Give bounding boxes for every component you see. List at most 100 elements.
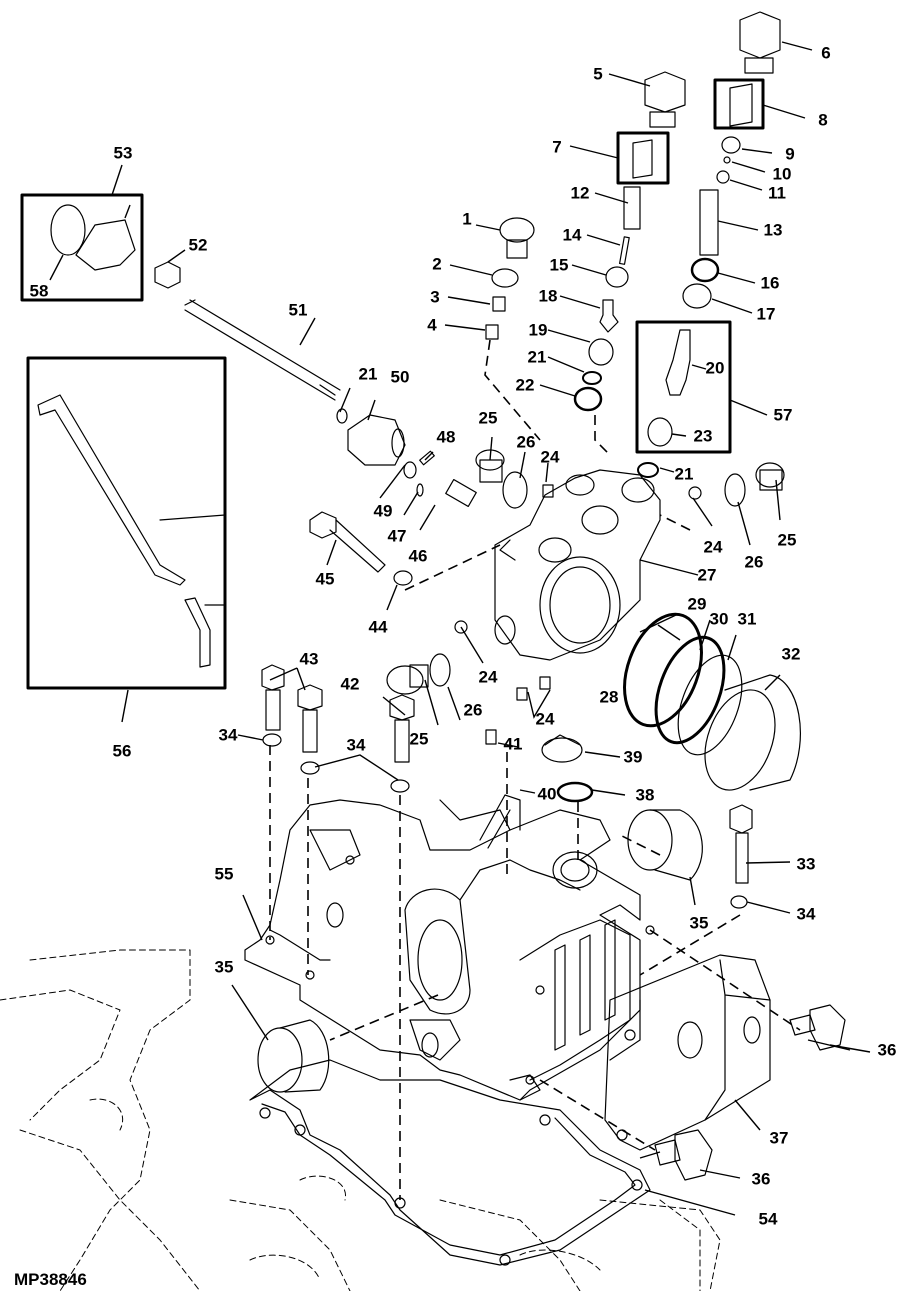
callout-41: 41 <box>503 734 523 754</box>
callout-53: 53 <box>113 143 133 163</box>
callout-30: 30 <box>709 609 729 629</box>
callout-37: 37 <box>769 1128 789 1148</box>
filter-37 <box>604 954 771 1151</box>
o-ring-10 <box>723 156 731 164</box>
o-ring-38 <box>556 781 594 803</box>
callout-35-right: 35 <box>689 913 709 933</box>
callout-5: 5 <box>593 64 603 84</box>
seat-19 <box>588 338 614 366</box>
callout-3: 3 <box>430 287 440 307</box>
callout-42: 42 <box>340 674 360 694</box>
tractor-frame-outline <box>0 949 721 1292</box>
screen-32 <box>704 674 801 791</box>
callout-27: 27 <box>697 565 717 585</box>
callout-13: 13 <box>763 220 783 240</box>
callout-35-left: 35 <box>214 957 234 977</box>
spool-7 <box>632 139 653 179</box>
callout-26-lower: 26 <box>463 700 483 720</box>
bolt-42 <box>389 694 415 763</box>
washer-15 <box>605 266 629 288</box>
plug-24-bottom-a <box>516 687 528 701</box>
washer-49 <box>403 461 417 479</box>
callout-21-right: 21 <box>674 464 694 484</box>
o-ring-47 <box>416 483 424 497</box>
callout-11: 11 <box>768 183 786 203</box>
callout-45: 45 <box>315 569 335 589</box>
callout-40: 40 <box>537 784 557 804</box>
callout-19: 19 <box>528 320 548 340</box>
valve-kit-box-57 <box>635 320 732 454</box>
lock-washer-34-b <box>300 761 320 775</box>
callout-38: 38 <box>635 785 655 805</box>
lock-washer-34-a <box>262 733 282 747</box>
callout-36-lower: 36 <box>751 1169 771 1189</box>
o-ring-30 <box>654 635 726 745</box>
callout-9: 9 <box>785 144 795 164</box>
bushing-35-left <box>257 1019 330 1093</box>
callout-8: 8 <box>818 110 828 130</box>
o-ring-29 <box>623 612 703 728</box>
o-ring-22 <box>573 386 603 412</box>
callout-51: 51 <box>288 300 308 320</box>
callout-55: 55 <box>214 864 234 884</box>
spring-13 <box>699 189 719 256</box>
kit-box-53 <box>20 193 144 302</box>
callout-17: 17 <box>756 304 776 324</box>
bolt-43-left <box>261 664 285 731</box>
fitting-41 <box>485 729 497 745</box>
callout-32: 32 <box>781 644 801 664</box>
callout-44: 44 <box>368 617 388 637</box>
callout-29: 29 <box>687 594 707 614</box>
tube-56 <box>37 394 226 668</box>
bolt-36-lower <box>654 1129 713 1181</box>
callout-58: 58 <box>29 281 49 301</box>
figure-id-label: MP38846 <box>14 1270 87 1289</box>
callout-4: 4 <box>427 315 437 335</box>
callout-25-right: 25 <box>777 530 797 550</box>
plug-6 <box>739 11 781 74</box>
bushing-35-right <box>627 809 703 881</box>
callout-22: 22 <box>515 375 535 395</box>
nut-52 <box>154 261 181 289</box>
callout-39: 39 <box>623 747 643 767</box>
kit-box-56 <box>26 356 227 690</box>
valve-body-23 <box>647 417 673 447</box>
callout-34-mid: 34 <box>346 735 366 755</box>
callout-43: 43 <box>299 649 319 669</box>
washer-11 <box>716 170 730 184</box>
pin-14 <box>618 236 630 265</box>
callout-24-top: 24 <box>540 447 560 467</box>
callout-57: 57 <box>773 405 793 425</box>
callout-12: 12 <box>570 183 590 203</box>
bolt-36-upper <box>789 1004 846 1051</box>
shaft-51 <box>184 299 341 401</box>
o-ring-21-right <box>637 462 659 478</box>
poppet-18 <box>599 299 619 333</box>
plug-24-bottom-b <box>539 676 551 690</box>
plug-24-right <box>688 486 702 500</box>
retainer-9 <box>721 136 741 154</box>
adapter-50 <box>347 414 406 466</box>
bolt-33 <box>729 804 753 884</box>
valve-body-27 <box>494 469 661 661</box>
fitting-4 <box>485 324 499 340</box>
lock-washer-34-right <box>730 895 748 909</box>
bolt-43-right <box>297 684 323 753</box>
plug-24-top <box>542 484 554 498</box>
callout-21-left: 21 <box>358 364 378 384</box>
callout-52: 52 <box>188 235 208 255</box>
callout-33: 33 <box>796 854 816 874</box>
bushing-17 <box>682 283 712 309</box>
spring-3 <box>492 296 506 312</box>
callout-20: 20 <box>705 358 725 378</box>
callout-2: 2 <box>432 254 442 274</box>
spool-box-7 <box>616 131 670 185</box>
callout-48: 48 <box>436 427 456 447</box>
callout-7: 7 <box>552 137 562 157</box>
callout-26-top: 26 <box>516 432 536 452</box>
spring-12 <box>623 186 641 230</box>
cap-53 <box>75 219 136 271</box>
plug-25-right <box>755 462 785 491</box>
callout-25-top: 25 <box>478 408 498 428</box>
